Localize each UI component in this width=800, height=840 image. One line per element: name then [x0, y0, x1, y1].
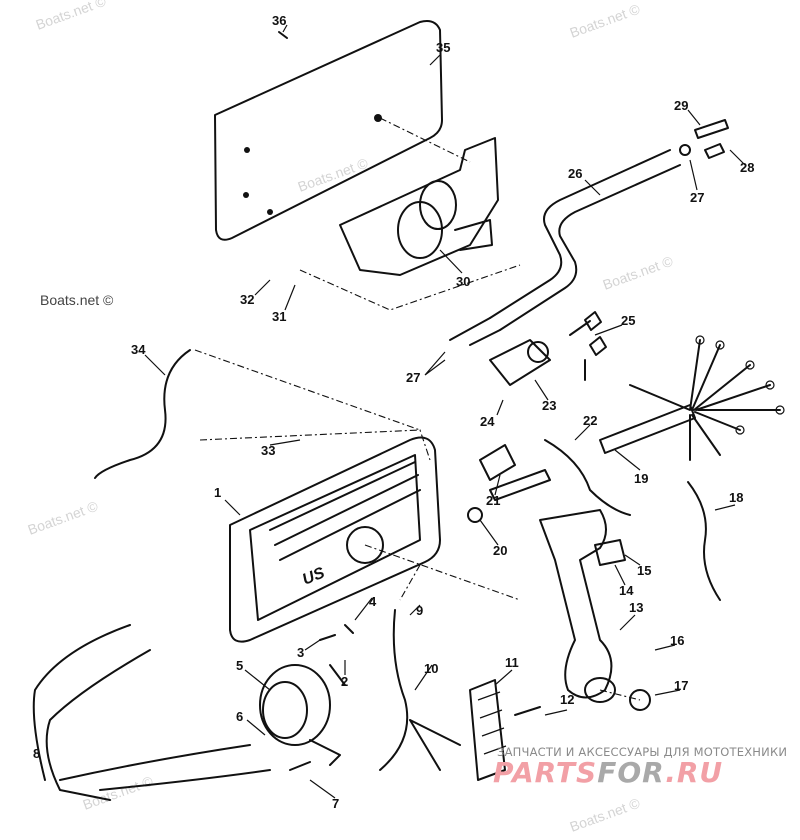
ignition-switch: [489, 311, 607, 386]
callout-number: 14: [619, 583, 634, 598]
logo-part: PARTS: [493, 756, 598, 789]
neutral-switch-parts: [467, 439, 631, 523]
callout-number: 28: [740, 160, 754, 175]
watermark: Boats.net ©: [568, 794, 643, 834]
callout-number: 33: [261, 443, 275, 458]
callout-number: 35: [436, 40, 450, 55]
watermark: Boats.net ©: [81, 772, 156, 812]
callout-number: 22: [583, 413, 597, 428]
lead-wire: [94, 349, 191, 479]
callout-number: 8: [33, 746, 40, 761]
callout-number: 27: [690, 190, 704, 205]
terminal-block: [469, 679, 541, 781]
wire-harness: [599, 335, 785, 461]
callout-number: 7: [332, 796, 339, 811]
callout-number: 20: [493, 543, 507, 558]
callout-number: 9: [416, 603, 423, 618]
lead-wire: [45, 649, 151, 801]
callout-number: 4: [369, 594, 377, 609]
shift-mechanism: [299, 137, 521, 311]
watermarks: Boats.net © Boats.net © Boats.net © Boat…: [26, 0, 676, 835]
callout-number: 1: [214, 485, 221, 500]
mounting-plate: [214, 20, 471, 241]
callout-number: 23: [542, 398, 556, 413]
callout-number: 10: [424, 661, 438, 676]
callout-number: 36: [272, 13, 286, 28]
banner-subtitle: ЗАПЧАСТИ И АКСЕССУАРЫ ДЛЯ МОТОТЕХНИКИ: [497, 745, 788, 759]
watermark: Boats.net ©: [568, 0, 643, 40]
callout-number: 17: [674, 678, 688, 693]
lead-wire: [32, 624, 131, 781]
watermark: Boats.net ©: [601, 252, 676, 292]
horn: [259, 664, 341, 766]
callout-number: 6: [236, 709, 243, 724]
callout-number: 29: [674, 98, 688, 113]
callout-numbers: 36 35 29 28 26 27 30 32 31 25 34 27 23 2…: [33, 13, 754, 811]
banner-logo: PARTSFOR.RU: [493, 756, 723, 789]
watermark: Boats.net ©: [40, 292, 114, 308]
callout-number: 11: [505, 655, 519, 670]
callout-number: 15: [637, 563, 651, 578]
callout-number: 30: [456, 274, 470, 289]
leader-lines: [39, 24, 746, 799]
callout-number: 34: [131, 342, 146, 357]
callout-number: 32: [240, 292, 254, 307]
lead-wire: [687, 481, 721, 601]
callout-number: 5: [236, 658, 243, 673]
callout-number: 21: [486, 493, 500, 508]
callout-number: 3: [297, 645, 304, 660]
control-handle: [539, 509, 651, 711]
logo-part: FOR: [597, 756, 666, 789]
callout-number: 31: [272, 309, 286, 324]
callout-number: 19: [634, 471, 648, 486]
control-box: US: [229, 436, 521, 643]
callout-number: 12: [560, 692, 574, 707]
callout-number: 24: [480, 414, 495, 429]
callout-number: 2: [341, 674, 348, 689]
watermark: Boats.net ©: [26, 497, 101, 537]
lead-wire: [59, 744, 271, 791]
callout-number: 18: [729, 490, 743, 505]
control-box-logo: US: [300, 564, 327, 588]
callout-number: 26: [568, 166, 582, 181]
callout-number: 13: [629, 600, 643, 615]
cable-end-parts: [679, 119, 729, 159]
callout-number: 27: [406, 370, 420, 385]
lead-wire: [379, 609, 461, 771]
cables: [449, 149, 681, 346]
callout-number: 16: [670, 633, 684, 648]
callout-number: 25: [621, 313, 635, 328]
watermark: Boats.net ©: [34, 0, 109, 33]
screw: [289, 624, 354, 771]
logo-part: .RU: [665, 756, 724, 789]
